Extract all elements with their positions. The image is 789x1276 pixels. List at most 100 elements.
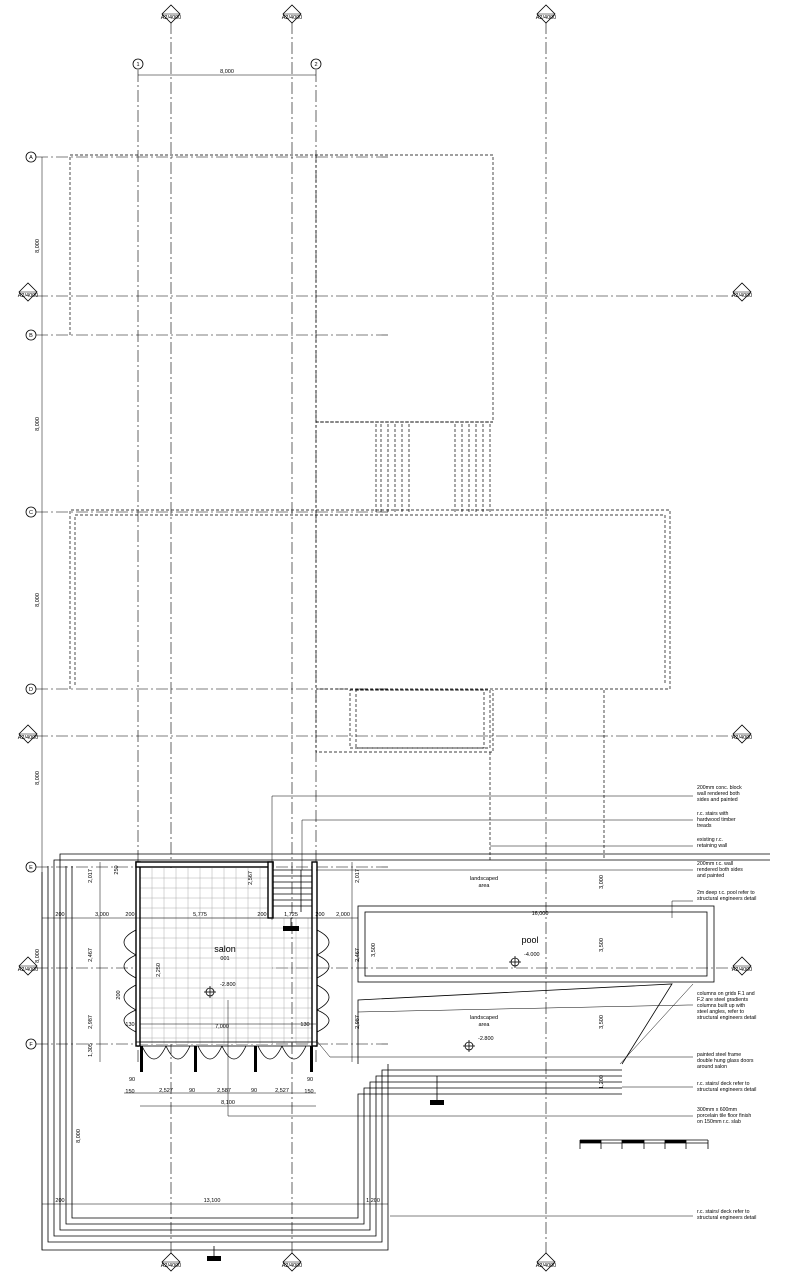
- salon-doors: [123, 929, 330, 1072]
- svg-text:2: 2: [314, 62, 317, 68]
- svg-text:F.2 are steel gradients: F.2 are steel gradients: [697, 997, 748, 1003]
- section-marker-top-3: A2/4000: [536, 4, 556, 24]
- svg-text:1,200: 1,200: [366, 1198, 380, 1204]
- svg-text:A2/4000: A2/4000: [732, 967, 753, 973]
- svg-text:retaining wall: retaining wall: [697, 843, 727, 849]
- svg-text:A2/4000: A2/4000: [732, 735, 753, 741]
- svg-text:2,250: 2,250: [156, 963, 162, 977]
- svg-text:150: 150: [304, 1089, 313, 1095]
- svg-text:3,500: 3,500: [599, 938, 605, 952]
- svg-text:and painted: and painted: [697, 873, 724, 879]
- svg-text:-4.000: -4.000: [524, 952, 540, 958]
- svg-text:200: 200: [116, 990, 122, 999]
- svg-text:-2.800: -2.800: [478, 1036, 494, 1042]
- note-pool-detail: 2m deep r.c. pool refer to structural en…: [697, 890, 756, 902]
- svg-text:A2/4000: A2/4000: [18, 293, 39, 299]
- section-marker-bottom-2: A2/4000: [282, 1252, 303, 1272]
- svg-text:structural engineers detail: structural engineers detail: [697, 1215, 756, 1221]
- svg-text:200: 200: [55, 912, 64, 918]
- svg-text:1,305: 1,305: [88, 1043, 94, 1057]
- dimension-south: 200 13,100 1,200: [42, 1198, 388, 1205]
- salon-stairs: [273, 869, 312, 931]
- svg-text:8,000: 8,000: [35, 593, 41, 607]
- svg-text:2m deep r.c. pool refer to: 2m deep r.c. pool refer to: [697, 890, 755, 896]
- svg-text:3,500: 3,500: [599, 1015, 605, 1029]
- svg-text:A2/4000: A2/4000: [536, 1263, 557, 1269]
- svg-text:porcelain tile floor finish: porcelain tile floor finish: [697, 1113, 751, 1119]
- svg-text:250: 250: [114, 865, 120, 874]
- svg-text:3,500: 3,500: [371, 943, 377, 957]
- svg-text:A2/4000: A2/4000: [282, 1263, 303, 1269]
- svg-text:8,000: 8,000: [35, 417, 41, 431]
- svg-text:steel angles, refer to: steel angles, refer to: [697, 1009, 744, 1015]
- svg-text:painted steel frame: painted steel frame: [697, 1052, 741, 1058]
- svg-text:90: 90: [189, 1088, 195, 1094]
- svg-text:2,017: 2,017: [88, 869, 94, 883]
- svg-text:130: 130: [125, 1022, 134, 1028]
- svg-text:8,000: 8,000: [76, 1129, 82, 1143]
- dimension-top-span: 8,000: [138, 69, 316, 76]
- svg-text:90: 90: [129, 1077, 135, 1083]
- section-marker-bottom-1: A2/4000: [161, 1252, 181, 1272]
- svg-text:A: A: [29, 155, 33, 161]
- svg-text:2,527: 2,527: [275, 1088, 289, 1094]
- svg-text:90: 90: [251, 1088, 257, 1094]
- svg-text:structural engineers detail: structural engineers detail: [697, 1087, 756, 1093]
- svg-text:A2/4000: A2/4000: [18, 735, 39, 741]
- svg-text:300mm x 600mm: 300mm x 600mm: [697, 1107, 737, 1113]
- grid-bubble-A: A: [25, 151, 37, 163]
- svg-text:001: 001: [220, 956, 229, 962]
- svg-text:1: 1: [136, 62, 139, 68]
- dimension-bays: 90 90 150 2,527 90 2,587 90 2,527 150 8,…: [124, 1077, 316, 1107]
- svg-text:A2/4000: A2/4000: [161, 15, 182, 21]
- svg-text:2,467: 2,467: [88, 948, 94, 962]
- salon: salon 001 -2.800: [135, 861, 318, 1047]
- svg-text:-2.800: -2.800: [220, 982, 236, 988]
- svg-text:structural engineers detail: structural engineers detail: [697, 1015, 756, 1021]
- pool-label: pool: [521, 935, 538, 945]
- pool: pool -4.000 16,000 3,500 3,500: [357, 905, 715, 983]
- grid-bubbles: 1 2 A B C D E F: [25, 58, 322, 1050]
- svg-text:around salon: around salon: [697, 1064, 727, 1070]
- svg-text:3,000: 3,000: [95, 912, 109, 918]
- svg-text:3,000: 3,000: [599, 875, 605, 889]
- section-marker-right-2: A2/4000: [732, 724, 753, 744]
- terrace-outlines: [41, 853, 770, 1251]
- svg-text:columns on grids F.1 and: columns on grids F.1 and: [697, 991, 755, 997]
- grid-bubble-D: D: [25, 683, 37, 695]
- svg-text:structural engineers detail: structural engineers detail: [697, 896, 756, 902]
- note-deck-1: r.c. stairs/ deck refer to structural en…: [697, 1081, 756, 1093]
- section-marker-bottom-3: A2/4000: [536, 1252, 557, 1272]
- note-rc-wall: 200mm r.c. wall rendered both sides and …: [697, 861, 743, 879]
- grid-bubble-1: 1: [132, 58, 144, 70]
- svg-text:A2/4000: A2/4000: [732, 293, 753, 299]
- svg-text:8,000: 8,000: [35, 239, 41, 253]
- note-deck-2: r.c. stairs/ deck refer to structural en…: [697, 1209, 756, 1221]
- svg-text:200: 200: [257, 912, 266, 918]
- grid-bubble-C: C: [25, 506, 37, 518]
- svg-text:landscaped: landscaped: [470, 876, 498, 882]
- svg-text:landscaped: landscaped: [470, 1015, 498, 1021]
- svg-text:1,725: 1,725: [284, 912, 298, 918]
- svg-text:F: F: [29, 1042, 33, 1048]
- svg-text:sides and painted: sides and painted: [697, 797, 738, 803]
- svg-text:16,000: 16,000: [532, 911, 549, 917]
- svg-text:150: 150: [125, 1089, 134, 1095]
- section-marker-top-1: A2/4000: [161, 4, 182, 24]
- landscaped-top: landscaped area 3,000: [470, 875, 605, 889]
- svg-text:1,200: 1,200: [599, 1075, 605, 1089]
- svg-text:200: 200: [55, 1198, 64, 1204]
- svg-text:double hung glass doors: double hung glass doors: [697, 1058, 754, 1064]
- svg-text:area: area: [478, 1022, 490, 1028]
- svg-text:existing r.c.: existing r.c.: [697, 837, 723, 843]
- svg-text:on 150mm r.c. slab: on 150mm r.c. slab: [697, 1119, 741, 1125]
- svg-text:hardwood timber: hardwood timber: [697, 817, 736, 823]
- grid-bubble-E: E: [25, 861, 37, 873]
- grid-bubble-2: 2: [310, 58, 322, 70]
- section-markers: A2/4000 A2/4000 A2/4000 A2/4000 A2/4000 …: [18, 4, 753, 1272]
- svg-text:8,000: 8,000: [220, 69, 234, 75]
- note-leaders: [227, 795, 694, 1217]
- svg-text:D: D: [29, 687, 33, 693]
- landscaped-bottom: landscaped area -2.800 3,500 1,200: [357, 983, 673, 1089]
